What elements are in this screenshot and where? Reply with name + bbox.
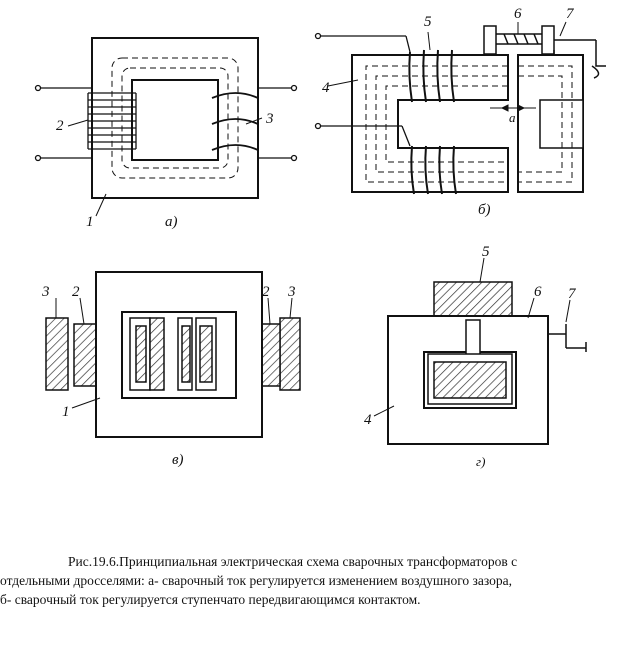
label-screw-g: 7: [568, 286, 577, 302]
secondary-winding: [211, 84, 298, 162]
label-outer-winding-left: 3: [41, 284, 50, 300]
label-core-g: 4: [364, 412, 372, 428]
diagram-b: 5 6 7 4 a б): [314, 6, 606, 218]
choke-winding-g: [427, 353, 513, 405]
movable-armature-g: [465, 319, 481, 357]
caption-line-3: б- сварочный ток регулируется ступенчато…: [0, 592, 421, 607]
label-gap-b: a: [509, 110, 516, 125]
label-outer-winding-right: 3: [287, 284, 296, 300]
primary-winding: [34, 84, 137, 162]
sublabel-b: б): [478, 202, 491, 218]
label-screw-b: 7: [566, 6, 575, 22]
leaders-a: [67, 117, 263, 217]
choke-core-g: [387, 315, 549, 445]
diagram-a: 2 3 1 а): [34, 37, 298, 230]
sublabel-g: г): [476, 454, 485, 469]
leaders-b: [327, 21, 567, 87]
diagram-g: 5 6 7 4 г): [364, 244, 587, 469]
label-armature-g: 6: [534, 284, 542, 300]
leaders-g: [373, 257, 571, 417]
caption-line-1: Рис.19.6.Принципиальная электрическая сх…: [68, 554, 518, 569]
adjusting-screw-b: [483, 25, 606, 79]
choke-coil-g: [433, 281, 513, 321]
choke-coil-top: [314, 32, 455, 103]
choke-coil-bottom: [314, 122, 457, 195]
label-inner-winding-right: 2: [262, 284, 270, 300]
diagram-v: 3 2 2 3 1 в): [41, 271, 301, 468]
caption-line-2: отдельными дросселями: а- сварочный ток …: [0, 573, 512, 588]
window-windings-v: [129, 317, 217, 391]
choke-core-b: [351, 54, 509, 193]
label-core-a: 1: [86, 214, 94, 230]
label-coil-b: 5: [424, 14, 432, 30]
leaders-v: [55, 297, 293, 409]
flux-lines-a: [111, 57, 239, 179]
figure-caption: Рис.19.6.Принципиальная электрическая сх…: [0, 552, 620, 609]
label-coil-g: 5: [482, 244, 490, 260]
label-inner-winding-left: 2: [72, 284, 80, 300]
transformer-core-v: [95, 271, 263, 438]
adjusting-screw-g: [548, 324, 587, 352]
label-core-b: 4: [322, 80, 330, 96]
label-contact-b: 6: [514, 6, 522, 22]
transformer-core-a: [91, 37, 259, 199]
air-gap-indicator: [490, 104, 536, 112]
outer-winding-right: [279, 317, 301, 391]
label-primary-winding: 2: [56, 118, 64, 134]
outer-winding-left: [45, 317, 69, 391]
sublabel-v: в): [172, 452, 184, 468]
inner-winding-left: [73, 323, 97, 387]
welding-transformer-diagram: 2 3 1 а): [34, 6, 606, 469]
label-core-v: 1: [62, 404, 70, 420]
sublabel-a: а): [165, 214, 178, 230]
label-secondary-winding: 3: [265, 111, 274, 127]
inner-winding-right: [261, 323, 281, 387]
